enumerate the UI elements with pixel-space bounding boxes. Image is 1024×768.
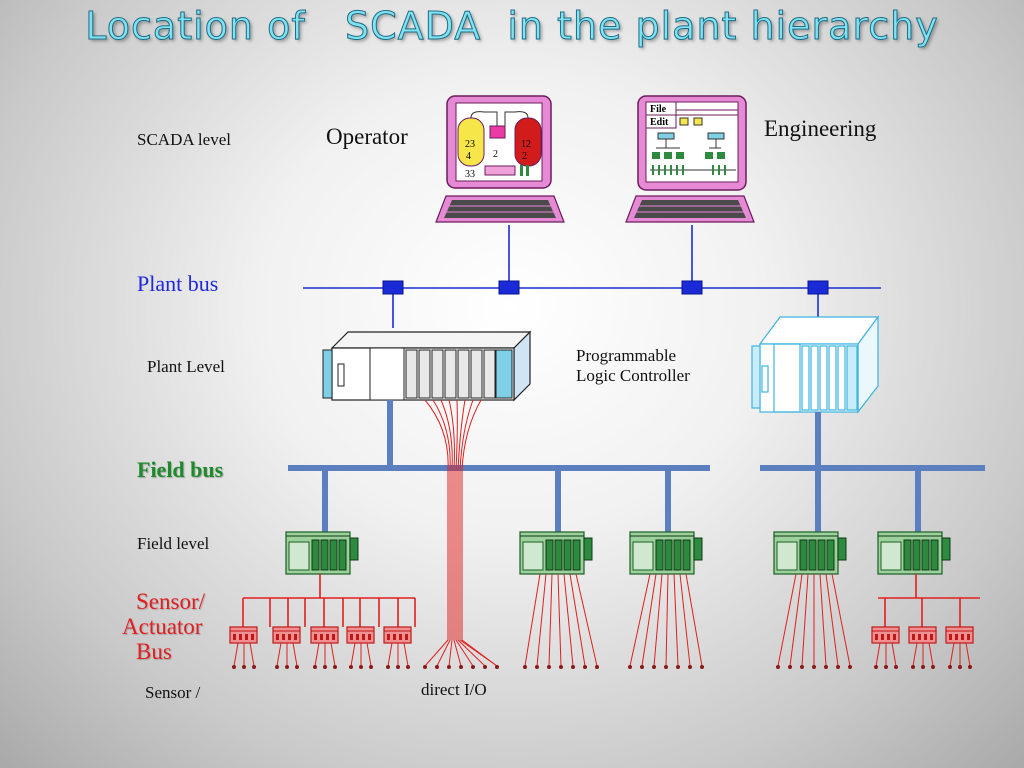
sensor-block-icon (310, 626, 339, 644)
label-direct-io: direct I/O (421, 680, 487, 699)
label-plant-bus: Plant bus (137, 271, 219, 296)
label-sab-line2: Actuator (122, 614, 203, 639)
engineering-workstation: File Edit (625, 95, 755, 223)
sensor-bus-left (242, 574, 416, 627)
sensor-endpoints (232, 665, 972, 669)
label-sab-line3: Bus (136, 639, 172, 664)
label-sensor: Sensor / (145, 683, 201, 702)
eng-menu-edit: Edit (650, 117, 669, 128)
sensor-block-icon (272, 626, 301, 644)
label-plc: Programmable Logic Controller (576, 346, 690, 386)
label-operator: Operator (326, 124, 408, 149)
op-num-4: 12 (521, 139, 531, 150)
plc-rack-icon (322, 330, 532, 402)
sensor-legs-left (233, 642, 409, 667)
field-module-icon (773, 531, 847, 575)
sensor-block-icon (945, 626, 974, 644)
sensor-block-icon (908, 626, 937, 644)
label-plc-line2: Logic Controller (576, 366, 690, 385)
op-num-3: 2 (493, 149, 498, 160)
sensor-block-icon (346, 626, 375, 644)
eng-menu-file: File (650, 104, 667, 115)
field-module-icon (519, 531, 593, 575)
label-plc-line1: Programmable (576, 346, 677, 365)
label-sensor-actuator-bus: Sensor/ Actuator Bus (122, 589, 205, 664)
sensor-bus-right (878, 574, 980, 627)
label-field-bus: Field bus (137, 457, 224, 482)
sensor-block-icon (871, 626, 900, 644)
plc-rack-icon (751, 315, 880, 414)
field-module-icon (877, 531, 951, 575)
keyboard-icon (435, 195, 565, 223)
operator-workstation: 23 4 2 12 2 33 (435, 95, 565, 223)
direct-io-wires (424, 399, 498, 667)
keyboard-icon (625, 195, 755, 223)
fanout-wires (524, 573, 851, 667)
field-module-icon (285, 531, 359, 575)
op-num-2: 4 (466, 151, 471, 162)
field-module-icon (629, 531, 703, 575)
op-num-5: 2 (522, 151, 527, 162)
bus-taps (382, 280, 829, 295)
label-field-level: Field level (137, 534, 210, 553)
label-engineering: Engineering (764, 116, 877, 141)
op-num-6: 33 (465, 169, 475, 180)
page-title: Location of SCADA in the plant hierarchy (85, 4, 939, 49)
label-scada-level: SCADA level (137, 130, 231, 149)
op-num-1: 23 (465, 139, 475, 150)
label-sab-line1: Sensor/ (136, 589, 205, 614)
sensor-block-icon (383, 626, 412, 644)
sensor-block-icon (229, 626, 258, 644)
label-plant-level: Plant Level (147, 357, 225, 376)
field-bus-line (288, 400, 985, 532)
sensor-legs-right (875, 642, 971, 667)
